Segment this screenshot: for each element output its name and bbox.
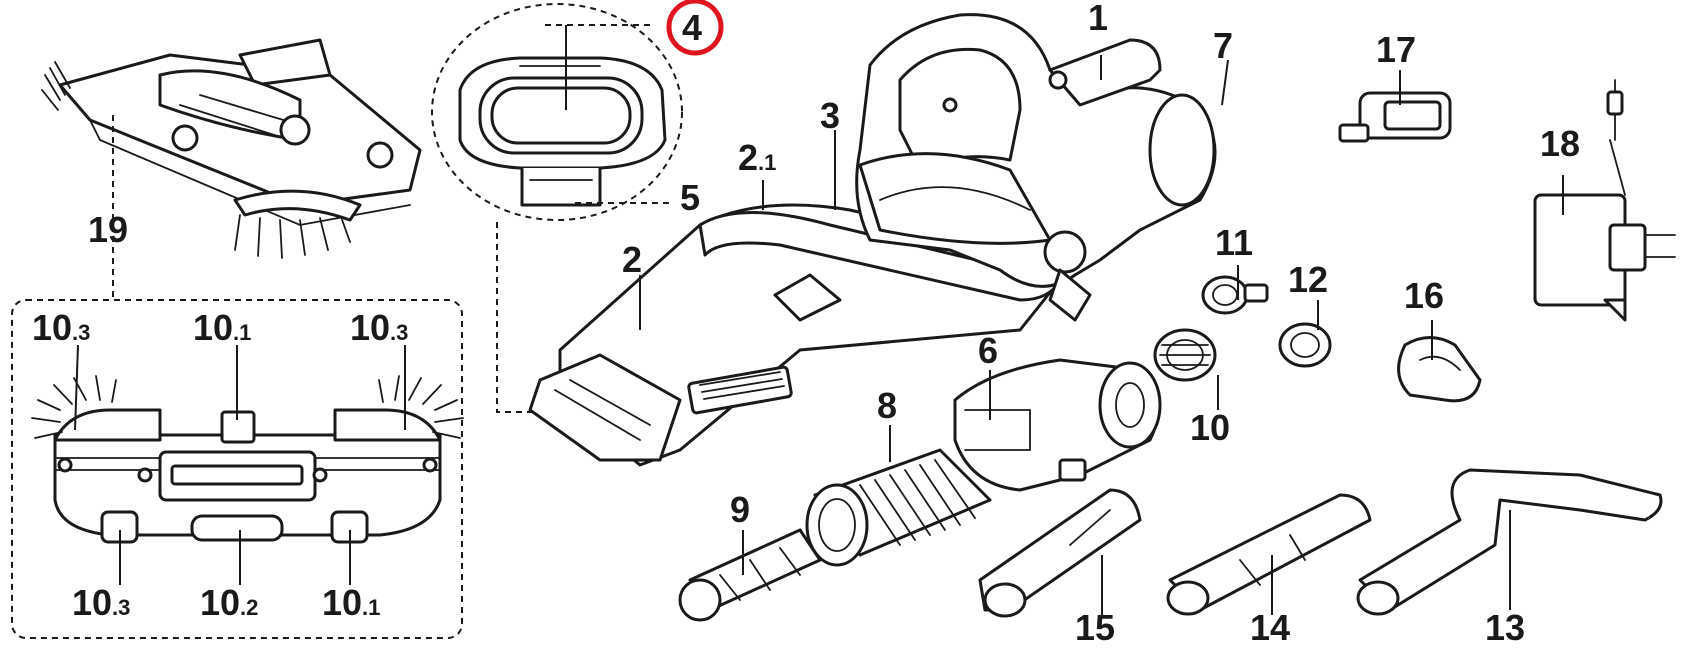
part-nozzle-underside: [31, 375, 464, 544]
callout-6: 6: [978, 330, 998, 371]
callout-4: 4: [682, 7, 702, 48]
highlight-circle: [666, 0, 724, 56]
callout-10-3-right: 10.3: [350, 307, 408, 348]
part-tube-14: [1166, 493, 1372, 616]
part-handle-13: [1356, 468, 1663, 616]
part-cyclone-6: [953, 358, 1162, 492]
callout-7: 7: [1213, 25, 1233, 66]
callout-10-2: 10.2: [200, 582, 258, 623]
filter-cover-outline: [431, 3, 683, 221]
part-motor-housing: [855, 13, 1217, 322]
part-tube-15: [978, 488, 1142, 618]
callout-labels: 1 7 17 18 3 2.1 2 4 5 19 11 12 16 6 10 8…: [32, 0, 1580, 648]
callout-19: 19: [88, 209, 128, 250]
part-valve-12: [1278, 322, 1332, 368]
part-clip-16: [1397, 336, 1482, 403]
callout-12: 12: [1288, 259, 1328, 300]
part-battery-key: [1338, 91, 1452, 143]
callout-9: 9: [730, 489, 750, 530]
callout-18: 18: [1540, 123, 1580, 164]
part-main-body: [528, 203, 1062, 467]
callout-11: 11: [1215, 222, 1253, 263]
nozzle-detail-box: [11, 299, 463, 639]
callout-2-1: 2.1: [738, 137, 776, 178]
callout-10-3-left: 10.3: [32, 307, 90, 348]
callout-8: 8: [877, 385, 897, 426]
part-cage-9: [678, 528, 822, 622]
part-filter-cover: [458, 56, 667, 207]
callout-10-3-bottom: 10.3: [72, 582, 130, 623]
callout-3: 3: [820, 95, 840, 136]
part-valve-11: [1201, 275, 1269, 315]
part-charger: [1533, 79, 1676, 322]
callout-17: 17: [1376, 29, 1416, 70]
callout-14: 14: [1250, 607, 1290, 648]
callout-10-1-bottom: 10.1: [322, 582, 380, 623]
callout-5: 5: [680, 177, 700, 218]
callout-2: 2: [622, 239, 642, 280]
callout-1: 1: [1088, 0, 1108, 38]
callout-10: 10: [1190, 407, 1230, 448]
callout-10-1-top: 10.1: [193, 307, 251, 348]
part-floor-nozzle: [41, 38, 422, 259]
callout-13: 13: [1485, 607, 1525, 648]
callout-16: 16: [1404, 275, 1444, 316]
part-ring-10: [1153, 328, 1217, 382]
part-filter-8: [805, 448, 992, 567]
callout-15: 15: [1075, 607, 1115, 648]
